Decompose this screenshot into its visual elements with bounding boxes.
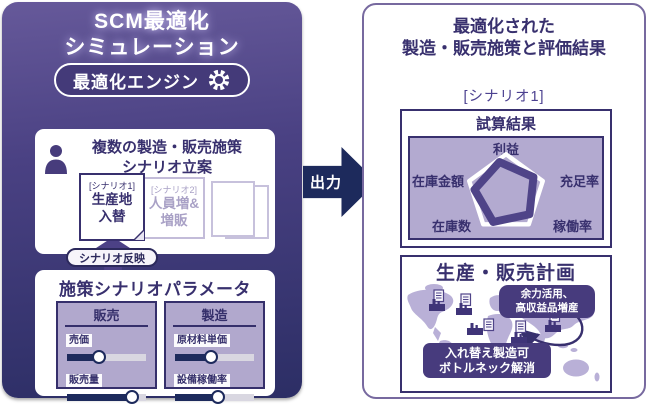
scenario-box-title: 複数の製造・販売施策 シナリオ立案 — [61, 138, 273, 177]
radar-chart: 利益 充足率 稼働率 在庫数 在庫金額 — [408, 136, 604, 240]
scenario-card-2-line2: 増販 — [160, 212, 188, 228]
param-label: 設備稼働率 — [174, 374, 230, 387]
panel-title-line1: SCM最適化 — [94, 10, 210, 33]
scenario-reflect-badge: シナリオ反映 — [66, 248, 158, 267]
plan-box: 生産・販売計画 — [400, 255, 612, 393]
scenario-tag: [シナリオ1] — [463, 89, 545, 105]
slider-fill — [67, 394, 132, 401]
param-label: 原材料単価 — [174, 334, 230, 347]
scenario-card-1-tag: [シナリオ1] — [88, 181, 135, 191]
slider-thumb[interactable] — [91, 350, 106, 364]
result-panel: 最適化された 製造・販売施策と評価結果 [シナリオ1] 試算結果 利益 充足率 … — [362, 3, 646, 399]
scenario-box-title-line2: シナリオ立案 — [121, 158, 212, 176]
pentagon-radar-icon — [467, 152, 545, 227]
plan-doc-icon — [483, 318, 495, 332]
material-cost-slider[interactable] — [175, 350, 254, 365]
person-icon — [45, 145, 67, 174]
engine-label: 最適化エンジン — [73, 72, 199, 92]
plan-box-title: 生産・販売計画 — [435, 263, 576, 284]
trial-result-box: 試算結果 利益 充足率 稼働率 在庫数 在庫金額 — [400, 109, 612, 248]
optimization-engine-badge: 最適化エンジン — [54, 63, 250, 97]
slider-track[interactable] — [67, 354, 146, 361]
slider-fill — [175, 354, 211, 361]
scenario-card-2-line1: 人員増& — [148, 196, 200, 211]
parameter-box: 施策シナリオパラメータ 販売 売価 販売量 製造 原材料単価 — [35, 270, 275, 404]
scenario-box-title-line1: 複数の製造・販売施策 — [91, 139, 242, 156]
page-fold-icon — [135, 231, 144, 240]
result-panel-title-line2: 製造・販売施策と評価結果 — [402, 39, 606, 59]
annotation-bottleneck-line1: 入れ替え製造可 — [444, 346, 529, 360]
annotation-capacity-line2: 高収益品増産 — [515, 301, 579, 314]
scenario-planning-box: 複数の製造・販売施策 シナリオ立案 [シナリオ2] 人員増& 増販 [シナリオ1… — [35, 129, 275, 254]
blank-scenario-card — [211, 181, 255, 237]
param-group-name: 販売 — [93, 308, 120, 323]
param-group-manufacturing: 製造 原材料単価 設備稼働率 — [164, 301, 265, 404]
gear-icon — [208, 69, 230, 91]
param-label: 売価 — [66, 334, 92, 347]
slider-thumb[interactable] — [203, 350, 218, 364]
radar-label-utilization: 稼働率 — [552, 219, 592, 234]
parameter-box-title: 施策シナリオパラメータ — [59, 280, 251, 299]
radar-label-stock-value: 在庫金額 — [412, 174, 465, 189]
annotation-capacity: 余力活用、 高収益品増産 — [499, 285, 595, 319]
output-arrow-label: 出力 — [310, 174, 343, 192]
relocation-arrow-icon — [519, 307, 584, 349]
plan-doc-icon — [515, 320, 527, 334]
factory-icon — [467, 323, 483, 335]
slider-thumb[interactable] — [124, 390, 139, 404]
scenario-card-2[interactable]: [シナリオ2] 人員増& 増販 — [143, 177, 205, 239]
simulation-panel: SCM最適化 シミュレーション 最適化エンジン 複数の製造・販売施策 シナリオ立… — [2, 2, 302, 404]
result-panel-title-line1: 最適化された — [453, 17, 555, 36]
slider-fill — [67, 354, 99, 361]
divider — [173, 325, 256, 327]
param-group-name: 製造 — [201, 308, 228, 323]
price-slider[interactable] — [67, 350, 146, 365]
scenario-card-2-tag: [シナリオ2] — [150, 185, 197, 195]
param-group-sales: 販売 売価 販売量 — [56, 301, 157, 404]
scenario-card-1-line1: 生産地 — [91, 192, 133, 207]
radar-label-fillrate: 充足率 — [559, 174, 599, 189]
trial-result-title: 試算結果 — [475, 116, 536, 133]
radar-label-stock-count: 在庫数 — [432, 219, 472, 234]
annotation-bottleneck-line2: ボトルネック解消 — [438, 360, 535, 375]
utilization-slider[interactable] — [175, 390, 254, 405]
radar-label-profit: 利益 — [492, 142, 519, 157]
divider — [65, 325, 148, 327]
panel-title: SCM最適化 シミュレーション — [2, 9, 302, 60]
annotation-bottleneck: 入れ替え製造可 ボトルネック解消 — [423, 343, 551, 379]
param-label: 販売量 — [66, 374, 102, 387]
panel-title-line2: シミュレーション — [64, 35, 240, 59]
result-panel-title: 最適化された 製造・販売施策と評価結果 — [364, 16, 644, 61]
scenario-card-1[interactable]: [シナリオ1] 生産地 入替 — [79, 173, 145, 241]
slider-thumb[interactable] — [211, 390, 226, 404]
slider-fill — [175, 394, 219, 401]
scenario-card-1-line2: 入替 — [98, 208, 126, 224]
annotation-capacity-line1: 余力活用、 — [520, 288, 574, 300]
